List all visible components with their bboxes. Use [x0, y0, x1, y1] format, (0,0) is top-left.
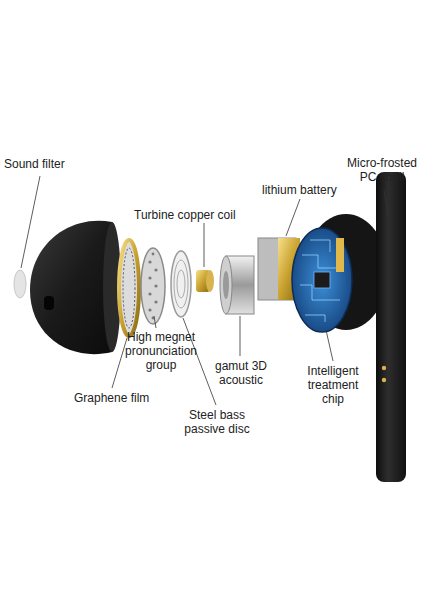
- part-label: Steel bass passive disc: [176, 408, 258, 436]
- part-label: Turbine copper coil: [134, 208, 254, 222]
- part-label: Intelligent treatment chip: [298, 364, 368, 406]
- part-label: Sound filter: [4, 157, 84, 171]
- part-label: gamut 3D acoustic: [210, 359, 272, 387]
- part-label: Graphene film: [74, 391, 164, 405]
- part-label: lithium battery: [262, 183, 354, 197]
- part-label: High megnet pronunciation group: [118, 330, 204, 372]
- part-label: Micro-frosted PC shell: [344, 156, 420, 184]
